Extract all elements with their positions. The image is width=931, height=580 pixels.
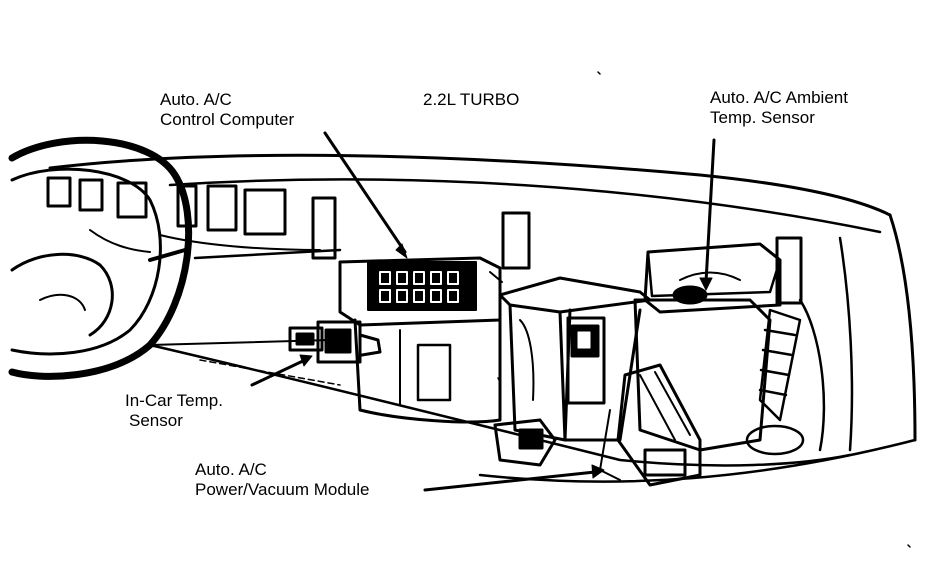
label-in-car-sensor-line1: In-Car Temp. — [125, 391, 223, 410]
in-car-temp-sensor — [288, 320, 382, 364]
instrument-cluster — [46, 176, 337, 260]
control-computer-unit — [338, 256, 502, 424]
ambient-sensor-duct — [745, 298, 826, 456]
label-control-computer: Auto. A/C Control Computer — [160, 90, 294, 130]
ac-housing — [489, 271, 652, 442]
label-control-computer-line2: Control Computer — [160, 110, 295, 129]
label-in-car-sensor-line2: Sensor — [129, 411, 183, 430]
leader-lines — [250, 131, 716, 492]
label-in-car-sensor: In-Car Temp. Sensor — [125, 391, 223, 431]
dashboard-panel — [48, 153, 917, 483]
label-power-module: Auto. A/C Power/Vacuum Module — [195, 460, 370, 500]
power-vacuum-module — [599, 363, 702, 487]
steering-wheel — [8, 136, 193, 380]
label-ambient-sensor-line1: Auto. A/C Ambient — [710, 88, 848, 107]
stray-marks — [497, 71, 911, 548]
label-ambient-sensor-line2: Temp. Sensor — [710, 108, 815, 127]
label-power-module-line2: Power/Vacuum Module — [195, 480, 370, 499]
label-control-computer-line1: Auto. A/C — [160, 90, 232, 109]
lower-bracket — [493, 418, 557, 467]
label-engine: 2.2L TURBO — [423, 90, 520, 109]
label-power-module-line1: Auto. A/C — [195, 460, 267, 479]
label-ambient-sensor: Auto. A/C Ambient Temp. Sensor — [710, 88, 848, 128]
blower-housing — [633, 242, 782, 452]
